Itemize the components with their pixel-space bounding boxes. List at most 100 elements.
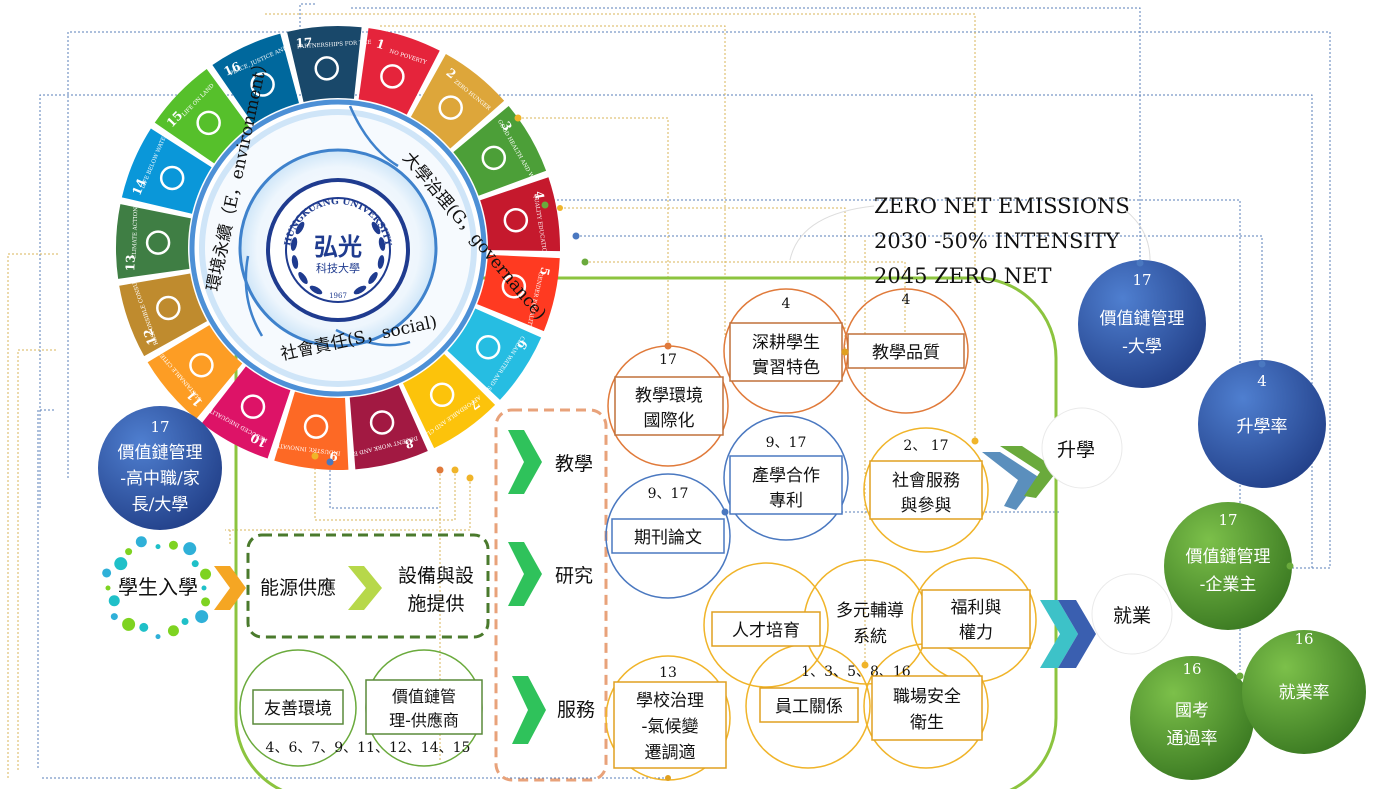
energy-supply-label: 能源供應 — [260, 576, 336, 599]
further-study-circle — [1041, 407, 1123, 489]
talent-circle — [703, 562, 829, 688]
function-column-box — [494, 408, 608, 782]
journal-sdg: 9、17 — [648, 486, 689, 502]
chevron-entry-icon — [214, 566, 246, 610]
sdg-tile-number: 5 — [537, 266, 552, 277]
journal-circle — [605, 473, 731, 599]
supplier-label-1: 價值鏈管 — [392, 687, 456, 706]
sdg-goal-icon — [481, 145, 507, 171]
decorative-dot — [139, 622, 149, 632]
sdg-tile-number: 10 — [248, 430, 269, 450]
logo-name: 弘光 — [314, 233, 362, 261]
laurel-wreath-icon — [290, 221, 386, 295]
friendly-env-circle — [239, 649, 357, 767]
sdg-goal-icon — [240, 394, 266, 419]
uni-chain-sdg: 17 — [1132, 271, 1151, 289]
counsel-label-1: 多元輔導 — [836, 601, 904, 621]
exam-rate-sdg: 16 — [1182, 660, 1201, 678]
chevron-service-icon — [512, 676, 546, 744]
job-rate-label: 就業率 — [1279, 683, 1330, 703]
study-rate-label: 升學率 — [1237, 417, 1288, 437]
service-nodes: 13 學校治理 -氣候變 遷調適 人才培育 多元輔導 系統 福利與 權力 1、3… — [605, 557, 1037, 781]
social-service-sdg: 2、 17 — [903, 438, 948, 454]
sdg-tile-number: 9 — [329, 448, 339, 463]
study-rate-ball — [1198, 360, 1326, 488]
counsel-label-2: 系統 — [853, 627, 887, 647]
sdg-tile-number: 17 — [295, 35, 313, 50]
teaching-label: 教學 — [555, 453, 593, 475]
governance-sdg: 13 — [659, 665, 677, 681]
stakeholder-nodes: 17 價值鏈管理 -高中職/家 長/大學 17 價值鏈管理 -大學 4 升學率 … — [98, 260, 1366, 780]
exam-rate-label-1: 國考 — [1175, 701, 1209, 721]
exam-rate-label-2: 通過率 — [1167, 729, 1218, 749]
logo-year: 1967 — [329, 292, 347, 300]
chevron-employment-icon — [1040, 600, 1078, 668]
sdg-goal-icon — [303, 414, 329, 439]
sdg-goal-icon — [380, 64, 405, 89]
decorative-dot — [155, 544, 161, 550]
practice-label-1: 深耕學生 — [752, 333, 820, 353]
hs-chain-ball — [98, 406, 222, 530]
sdg-goal-icon — [145, 230, 171, 255]
sdg-goal-icon — [159, 165, 185, 191]
journal-label: 期刊論文 — [634, 528, 702, 548]
uni-chain-label-2: -大學 — [1122, 337, 1162, 357]
welfare-label-2: 權力 — [959, 623, 993, 643]
social-service-label-2: 與參與 — [901, 496, 952, 516]
uni-chain-ball — [1078, 260, 1206, 388]
connector-dots — [311, 114, 1294, 781]
supplier-label-2: 理-供應商 — [389, 711, 459, 730]
sdg-goal-icon — [438, 95, 463, 120]
intl-label-1: 教學環境 — [635, 386, 703, 406]
decorative-dot — [201, 585, 207, 591]
chevron-employment-icon-2 — [1058, 600, 1096, 668]
employment-label: 就業 — [1113, 605, 1151, 627]
student-entry-label: 學生入學 — [118, 575, 198, 599]
chevron-energy-icon — [348, 566, 382, 610]
patent-label-2: 專利 — [769, 491, 803, 511]
sdg-goal-icon — [475, 335, 501, 360]
sdg-tile-number: 1 — [374, 36, 386, 52]
staff-label: 員工關係 — [775, 697, 843, 717]
service-label: 服務 — [557, 699, 595, 721]
sdg-goal-icon — [501, 274, 527, 299]
hs-chain-label-1: 價值鏈管理 — [118, 443, 203, 463]
patent-circle — [723, 415, 849, 541]
study-rate-sdg: 4 — [1257, 372, 1267, 390]
sdg-tile-number: 12 — [141, 327, 160, 347]
safety-label-2: 衛生 — [910, 713, 944, 733]
practice-label-2: 實習特色 — [752, 358, 820, 378]
governance-label-1: 學校治理 — [636, 691, 704, 711]
employment-circle — [1091, 573, 1173, 655]
sdg-goal-icon — [314, 56, 339, 81]
logo-subname: 科技大學 — [316, 261, 360, 275]
sdg-goal-icon — [429, 382, 455, 408]
emission-line-1: ZERO NET EMISSIONS — [874, 194, 1130, 218]
friendly-env-label: 友善環境 — [264, 699, 332, 719]
supply-chain-nodes: 友善環境 價值鏈管 理-供應商 4、6、7、9、11、12、14、15 — [239, 649, 483, 767]
job-rate-ball — [1242, 630, 1366, 754]
research-nodes: 9、17 產學合作 專利 9、17 期刊論文 2、 17 社會服務 與參與 — [605, 415, 989, 599]
decorative-dot — [195, 610, 209, 624]
intl-sdg: 17 — [659, 352, 677, 368]
emission-targets: ZERO NET EMISSIONS 2030 -50% INTENSITY 2… — [874, 194, 1130, 288]
process-frame — [234, 276, 1058, 793]
patent-label-1: 產學合作 — [752, 466, 820, 486]
sdg-tile-number: 4 — [532, 190, 547, 200]
research-label: 研究 — [555, 565, 593, 587]
further-study-label: 升學 — [1057, 439, 1095, 461]
decorative-dot — [135, 536, 147, 548]
quality-label: 教學品質 — [872, 343, 940, 363]
chevron-study-icon-2 — [1000, 446, 1058, 498]
sdg-goal-icon — [196, 110, 221, 136]
hs-chain-label-3: 長/大學 — [132, 495, 189, 515]
sdg-goal-icon — [250, 72, 275, 97]
sdg-tile-number: 14 — [129, 177, 148, 198]
chevrons — [214, 430, 1096, 744]
